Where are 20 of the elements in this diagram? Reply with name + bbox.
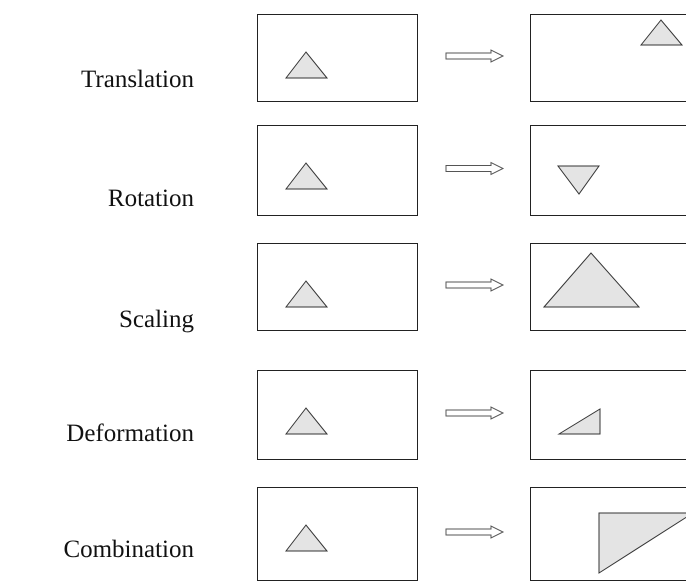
row-label: Translation <box>81 66 194 94</box>
frame-box <box>530 243 686 331</box>
hollow-arrow <box>446 278 504 292</box>
frame-box <box>530 14 686 102</box>
row-label: Scaling <box>119 306 194 334</box>
hollow-arrow <box>446 162 504 176</box>
row-label: Combination <box>63 536 194 564</box>
hollow-arrow <box>446 525 504 539</box>
frame-box <box>257 487 418 581</box>
hollow-arrow <box>446 49 504 63</box>
hollow-arrow <box>446 406 504 420</box>
frame-box <box>257 14 418 102</box>
frame-box <box>530 487 686 581</box>
row-label: Deformation <box>66 420 194 448</box>
frame-box <box>257 243 418 331</box>
row-label: Rotation <box>108 185 194 212</box>
frame-box <box>530 370 686 460</box>
frame-box <box>530 125 686 216</box>
frame-box <box>257 370 418 460</box>
frame-box <box>257 125 418 216</box>
